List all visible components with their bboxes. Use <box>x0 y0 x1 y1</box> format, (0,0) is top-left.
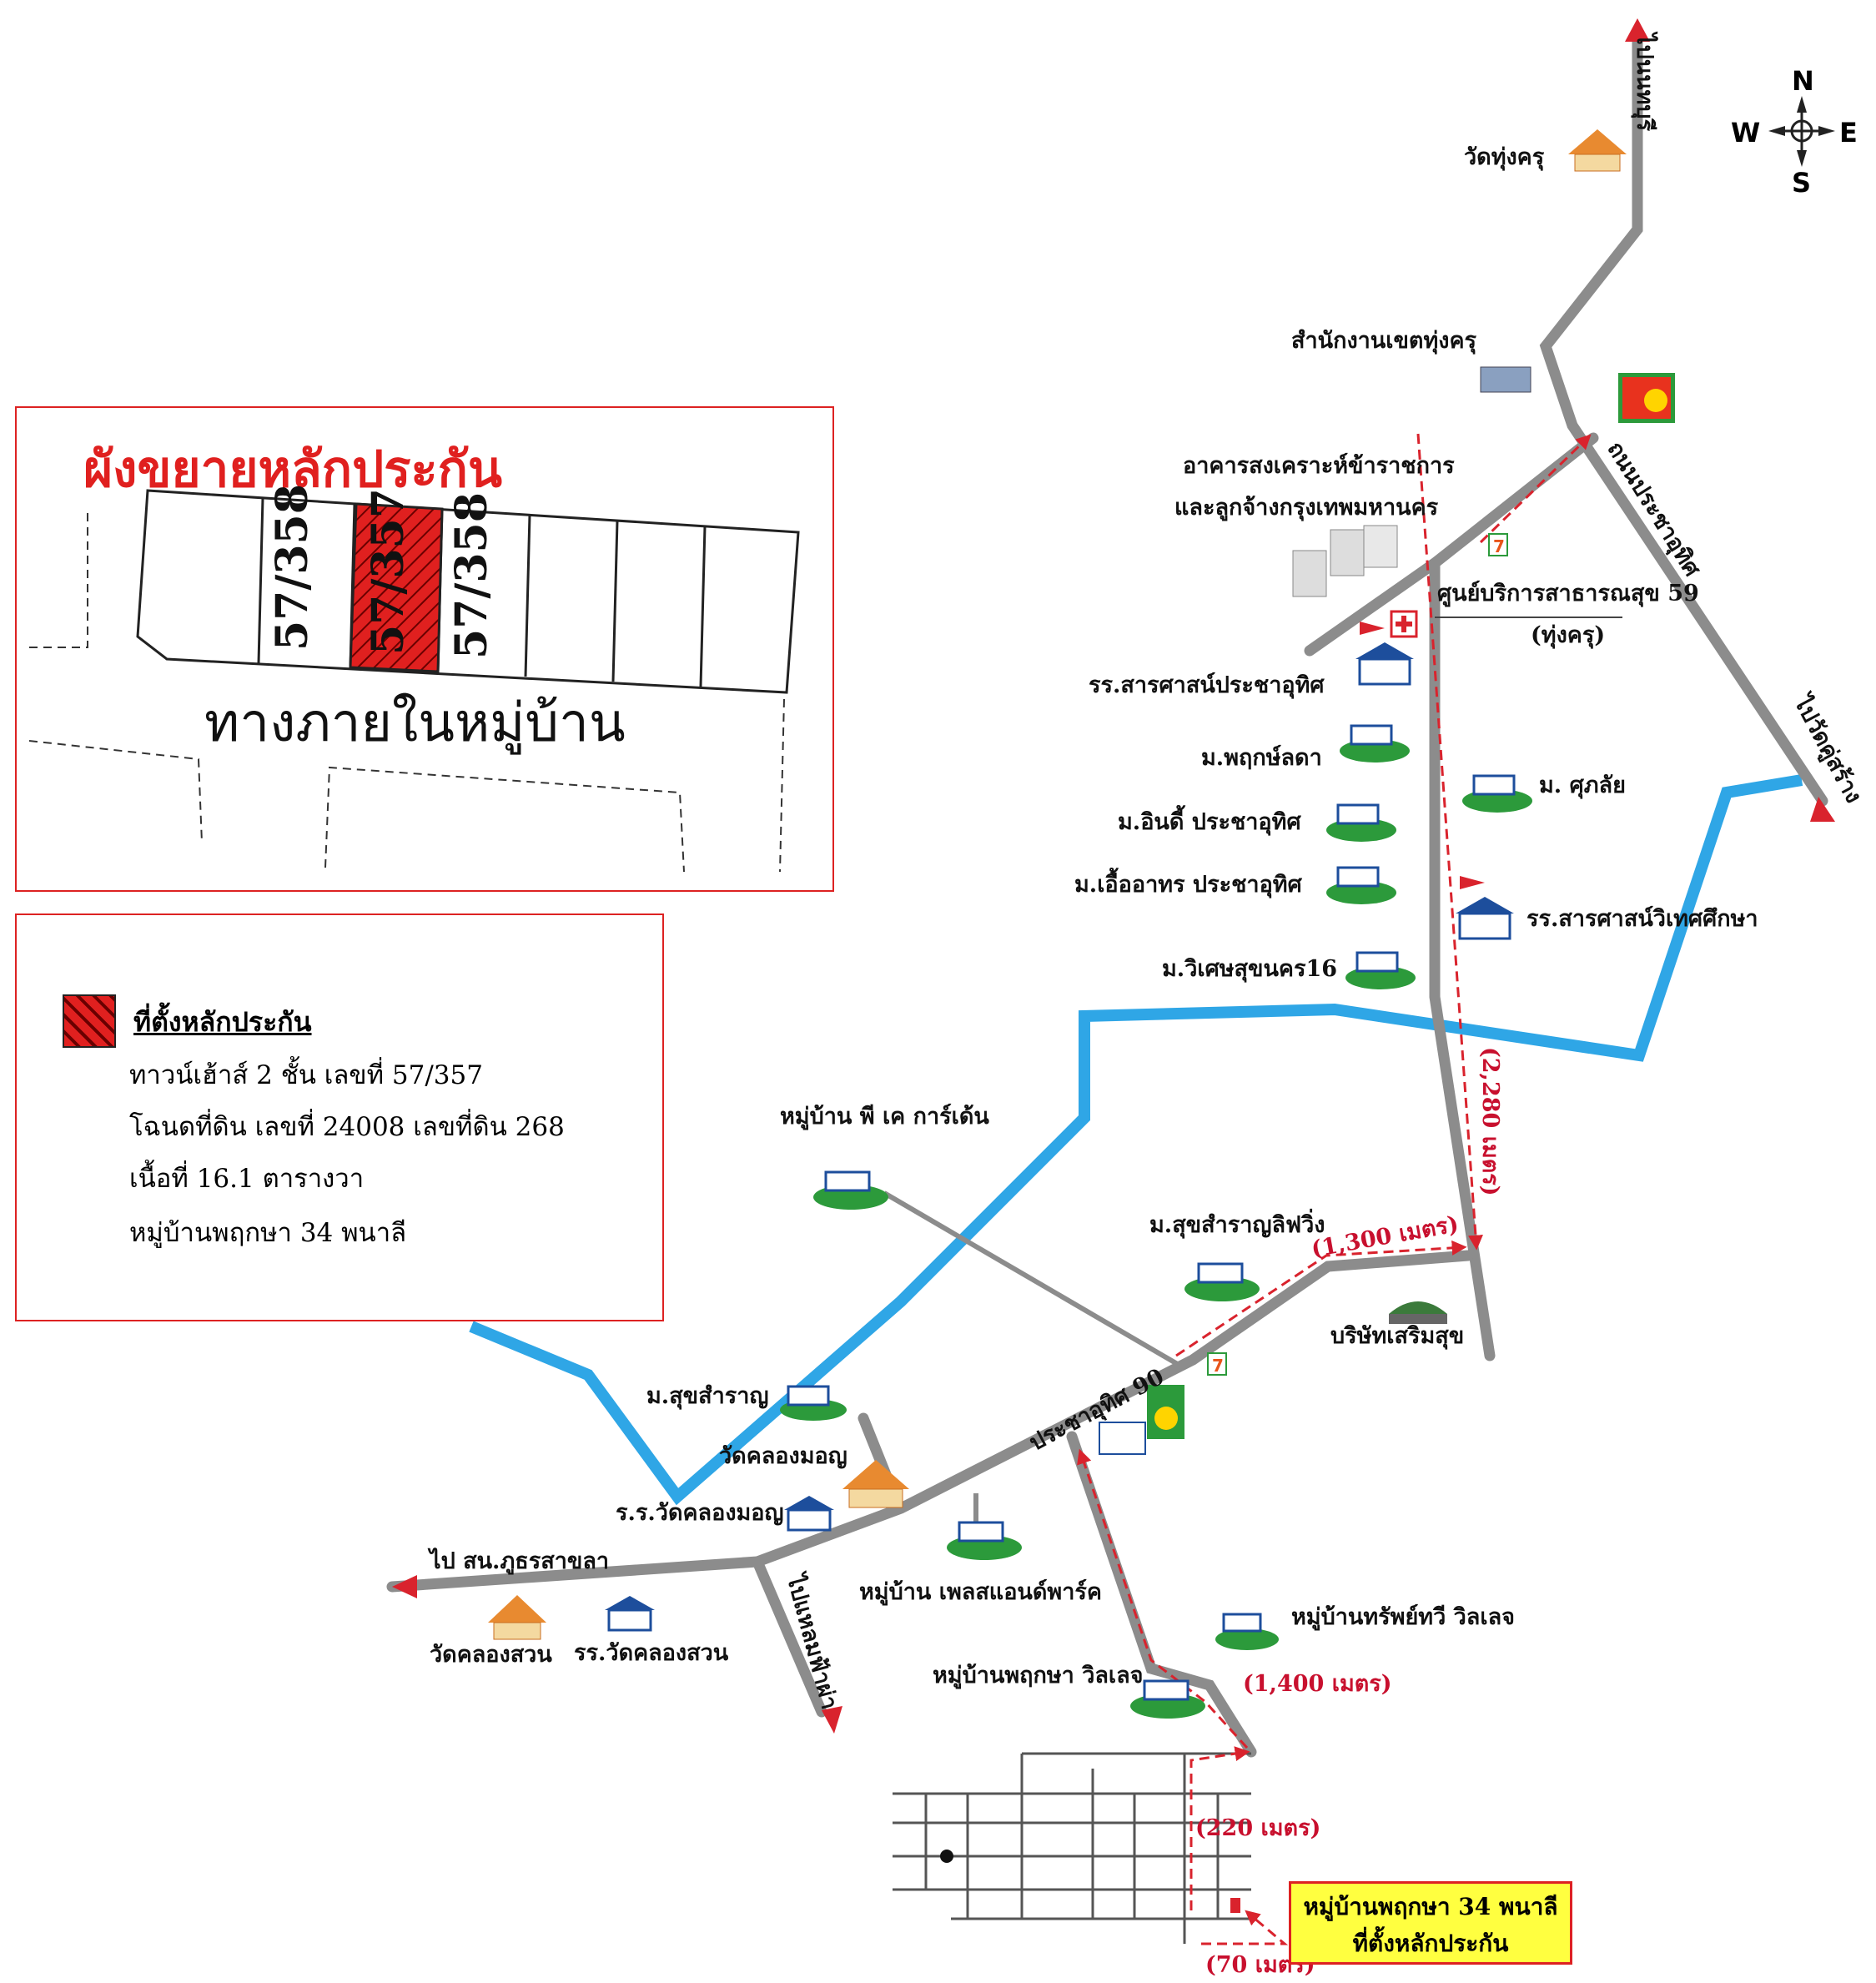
big-c-logo <box>1618 373 1675 423</box>
legend-line-4: หมู่บ้านพฤกษา 34 พนาลี <box>129 1218 407 1248</box>
tesco-lotus-logo <box>1099 1422 1146 1455</box>
temple-icon <box>842 1460 909 1508</box>
plot-label-selected: 57/357 <box>363 488 414 655</box>
legend-line-2: โฉนดที่ดิน เลขที่ 24008 เลขที่ดิน 268 <box>129 1112 565 1142</box>
arrow-east <box>1810 797 1835 822</box>
label-district-office: สำนักงานเขตทุ่งครุ <box>1291 328 1477 354</box>
label-m-suksamran: ม.สุขสำราญ <box>646 1383 769 1409</box>
arrow-south <box>822 1706 842 1734</box>
label-wat-thung-khru: วัดทุ่งครุ <box>1464 144 1545 170</box>
arrow-north <box>1625 18 1650 42</box>
legend-box <box>15 913 664 1321</box>
road-south-branch <box>752 1556 827 1718</box>
label-school-witet: รร.สารศาสน์วิเทศศึกษา <box>1526 906 1758 932</box>
route-220 <box>1189 1746 1250 1910</box>
destination-box: หมู่บ้านพฤกษา 34 พนาลี ที่ตั้งหลักประกัน <box>1289 1881 1572 1965</box>
village-gate-dot <box>940 1850 953 1863</box>
distance-220: (220 เมตร) <box>1195 1815 1321 1841</box>
label-pk-garden: หมู่บ้าน พี เค การ์เด้น <box>780 1104 989 1130</box>
route-top <box>1479 434 1592 544</box>
label-pruksa-village: หมู่บ้านพฤกษา วิลเลจ <box>933 1663 1144 1689</box>
label-sap-thawi: หมู่บ้านทรัพย์ทวี วิลเลจ <box>1291 1604 1515 1630</box>
label-housing-1: อาคารสงเคราะห์ข้าราชการ <box>1183 453 1455 479</box>
label-school-wat-khlong-mon: ร.ร.วัดคลองมอญ <box>616 1500 784 1526</box>
canal-line <box>469 774 1803 1506</box>
route-70 <box>1201 1910 1289 1945</box>
village-grid <box>893 1752 1251 1944</box>
label-wat-khlong-mon: วัดคลองมอญ <box>719 1443 847 1469</box>
factory-icon <box>1389 1301 1447 1324</box>
compass-east: E <box>1839 117 1858 148</box>
inset-title: ผังขยายหลักประกัน <box>83 440 503 499</box>
legend-line-1: ทาวน์เฮ้าส์ 2 ชั้น เลขที่ 57/357 <box>129 1060 483 1090</box>
route-2280 <box>1416 433 1483 1251</box>
label-health-center-sub: (ทุ่งครุ) <box>1531 622 1606 648</box>
label-to-phuttharaksa: ไป สน.ภูธรสาขลา <box>430 1548 610 1574</box>
collateral-plot <box>349 502 444 673</box>
seven-eleven-icon: 7 <box>1207 1352 1227 1376</box>
legend-swatch <box>63 994 116 1048</box>
road-pk-garden <box>883 1190 1186 1371</box>
plot-plan <box>28 489 800 873</box>
label-to-nonthaburi: ไปนนทบุรี <box>1632 33 1657 132</box>
school-icon <box>784 1496 834 1532</box>
mini-big-c-logo <box>1147 1385 1184 1439</box>
seven-eleven-icon: 7 <box>1488 533 1508 556</box>
distance-2280: (2,280 เมตร) <box>1477 1047 1503 1196</box>
label-company: บริษัทเสริมสุข <box>1330 1323 1465 1349</box>
label-m-pruksa-lada: ม.พฤกษ์ลดา <box>1201 745 1322 771</box>
plot-label-right: 57/358 <box>446 492 497 659</box>
svg-text:7: 7 <box>1493 536 1505 556</box>
label-m-supalai: ม. ศุภลัย <box>1539 773 1626 798</box>
house-icon <box>787 724 1516 1701</box>
distance-1400: (1,400 เมตร) <box>1243 1671 1392 1697</box>
compass-north: N <box>1792 65 1814 97</box>
label-m-wiset: ม.วิเศษสุขนคร16 <box>1162 956 1338 982</box>
temple-icon <box>1568 129 1627 172</box>
label-health-center: ศูนย์บริการสาธารณสุข 59 <box>1437 581 1699 606</box>
road-prachauthit-90 <box>386 1250 1474 1593</box>
label-m-indy: ม.อินดี้ ประชาอุทิศ <box>1118 809 1301 835</box>
label-housing-2: และลูกจ้างกรุงเทพมหานคร <box>1174 495 1439 521</box>
label-m-uea-athon: ม.เอื้ออาทร ประชาอุทิศ <box>1074 872 1302 898</box>
label-school-sarasas: รร.สารศาสน์ประชาอุทิศ <box>1089 672 1325 698</box>
compass-west: W <box>1731 117 1761 148</box>
destination-line-1: หมู่บ้านพฤกษา 34 พนาลี <box>1303 1893 1558 1920</box>
collateral-marker <box>1230 1898 1240 1913</box>
school-icon <box>1456 876 1514 940</box>
road-to-village <box>1066 1431 1257 1758</box>
arrow-west <box>392 1575 417 1598</box>
route-1300 <box>1175 1240 1467 1357</box>
school-icon <box>1355 622 1414 686</box>
svg-text:7: 7 <box>1212 1356 1224 1376</box>
inset-road-label: ทางภายในหมู่บ้าน <box>204 692 626 754</box>
road-prachauthit <box>1539 25 1828 807</box>
label-school-khlong-suan: รร.วัดคลองสวน <box>574 1640 729 1666</box>
label-pleasant-park: หมู่บ้าน เพลสแอนด์พาร์ค <box>859 1579 1102 1605</box>
legend-line-3: เนื้อที่ 16.1 ตารางวา <box>129 1164 365 1194</box>
school-icon <box>605 1596 655 1632</box>
destination-line-2: ที่ตั้งหลักประกัน <box>1352 1930 1509 1957</box>
apartment-icon <box>1292 525 1398 597</box>
hospital-icon <box>1390 610 1418 638</box>
label-wat-khlong-suan: วัดคลองสวน <box>430 1642 552 1668</box>
label-m-suksamran-living: ม.สุขสำราญลิฟวิ่ง <box>1149 1212 1325 1238</box>
office-building-icon <box>1480 366 1531 393</box>
plot-label-left: 57/358 <box>267 484 318 651</box>
temple-icon <box>488 1595 546 1640</box>
legend-heading: ที่ตั้งหลักประกัน <box>133 1006 312 1038</box>
compass-south: S <box>1792 167 1812 199</box>
